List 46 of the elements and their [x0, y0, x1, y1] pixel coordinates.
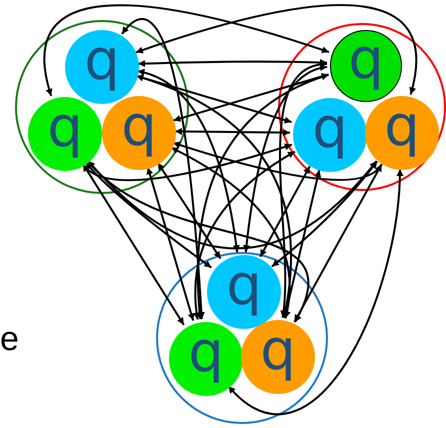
- quark-circle: [241, 320, 315, 394]
- quark-circle: [169, 322, 243, 396]
- double-arrow: [172, 142, 382, 181]
- double-arrow: [174, 128, 290, 136]
- quark-label: q: [84, 33, 120, 89]
- double-arrow: [196, 74, 329, 320]
- side-text: e: [0, 322, 19, 356]
- double-arrow: [271, 160, 378, 268]
- double-arrow: [44, 4, 330, 96]
- double-arrow: [136, 74, 292, 318]
- quark-circle: [330, 30, 402, 102]
- quark-circle: [65, 30, 139, 104]
- quark-circle: [28, 97, 102, 171]
- double-arrow: [136, 4, 417, 95]
- double-arrow: [279, 62, 328, 318]
- double-arrow: [86, 160, 309, 322]
- group-circle: [156, 252, 328, 424]
- double-arrow: [146, 167, 195, 321]
- double-arrow: [85, 162, 212, 268]
- quark-circle: [293, 98, 367, 172]
- quark-circle: [207, 255, 281, 329]
- double-arrow: [137, 69, 240, 252]
- quark-label: q: [121, 99, 157, 155]
- quark-label: q: [384, 99, 420, 155]
- quark-label: q: [312, 101, 348, 157]
- quark-label: q: [226, 258, 262, 314]
- double-arrow: [173, 73, 329, 122]
- quark-label: q: [47, 100, 83, 156]
- double-arrow: [170, 146, 291, 318]
- double-arrow: [282, 170, 322, 318]
- double-arrow: [228, 168, 404, 415]
- quark-label: q: [348, 32, 384, 88]
- double-arrow: [121, 18, 205, 320]
- double-arrow: [193, 150, 296, 320]
- group-circle: [278, 23, 446, 191]
- double-arrow: [259, 166, 311, 258]
- quark-circle: [365, 96, 439, 170]
- double-arrow: [156, 162, 222, 260]
- double-arrow: [294, 164, 382, 322]
- group-circle: [15, 20, 189, 194]
- quark-label: q: [188, 325, 224, 381]
- double-arrow: [138, 58, 328, 68]
- double-arrow: [82, 164, 185, 326]
- double-arrow: [87, 160, 378, 250]
- double-arrow: [243, 64, 328, 252]
- quark-label: q: [260, 323, 296, 379]
